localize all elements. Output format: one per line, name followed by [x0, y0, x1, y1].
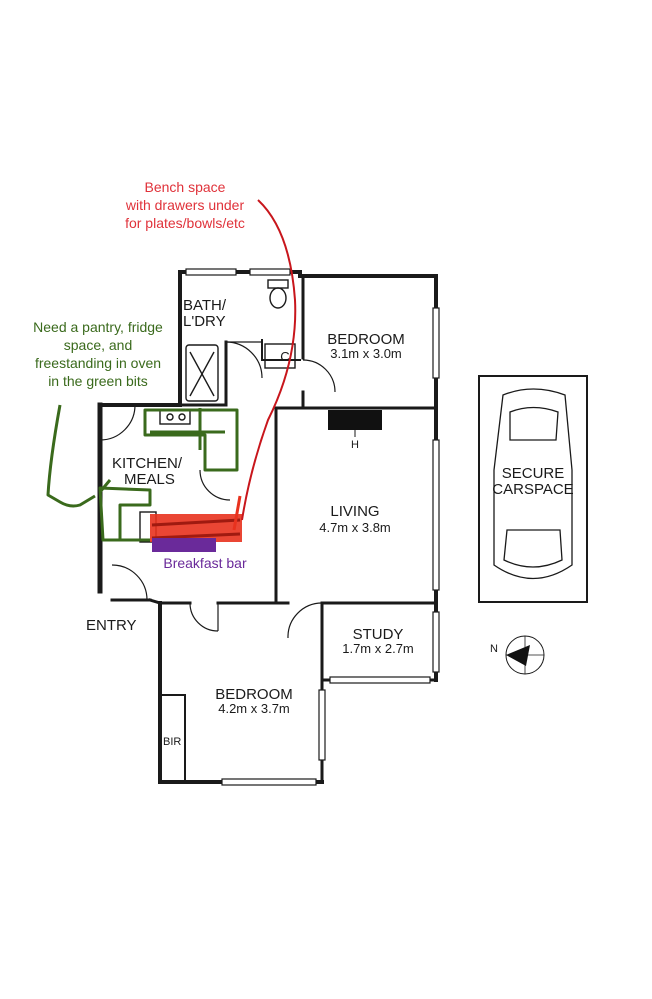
- study-size: 1.7m x 2.7m: [342, 641, 414, 656]
- bedroom2-name: BEDROOM: [215, 686, 293, 703]
- carspace-label-line1: SECURE: [502, 465, 565, 482]
- bench-markup: [150, 495, 242, 542]
- bench-note-line1: Bench space: [145, 179, 226, 195]
- living-name: LIVING: [330, 503, 379, 520]
- living-size: 4.7m x 3.8m: [319, 520, 391, 535]
- bedroom2-size: 4.2m x 3.7m: [218, 701, 290, 716]
- heater-label: H: [351, 439, 359, 451]
- carspace: [478, 375, 588, 603]
- study-name: STUDY: [353, 626, 404, 643]
- cupboard-label: C: [280, 349, 289, 364]
- kitchen-label-line1: KITCHEN/: [112, 455, 183, 472]
- door-swings: [99, 341, 336, 639]
- bench-note-line3: for plates/bowls/etc: [125, 215, 245, 231]
- bench-note-line2: with drawers under: [125, 197, 245, 213]
- red-curve: [241, 199, 297, 521]
- carspace-label-line2: CARSPACE: [492, 481, 573, 498]
- heater: [328, 410, 382, 430]
- car-icon: [493, 388, 573, 580]
- pantry-note-line4: in the green bits: [48, 373, 148, 389]
- kitchen-label-line2: MEALS: [124, 471, 175, 488]
- robe-label: BIR: [163, 736, 181, 748]
- entry-label: ENTRY: [86, 617, 137, 634]
- pantry-note-line3: freestanding in oven: [35, 355, 161, 371]
- bath-label-line2: L'DRY: [183, 313, 226, 330]
- fixtures: [139, 279, 296, 543]
- breakfast-bar-markup: [152, 538, 216, 552]
- pantry-note-line1: Need a pantry, fridge: [33, 319, 163, 335]
- pantry-note-line2: space, and: [64, 337, 133, 353]
- bedroom1-name: BEDROOM: [327, 331, 405, 348]
- green-markup: [46, 404, 239, 542]
- bath-label-line1: BATH/: [183, 297, 227, 314]
- compass: [505, 635, 545, 675]
- windows: [185, 268, 440, 786]
- breakfast-bar-note: Breakfast bar: [163, 555, 247, 571]
- bedroom1-size: 3.1m x 3.0m: [330, 346, 402, 361]
- compass-north-label: N: [490, 643, 498, 655]
